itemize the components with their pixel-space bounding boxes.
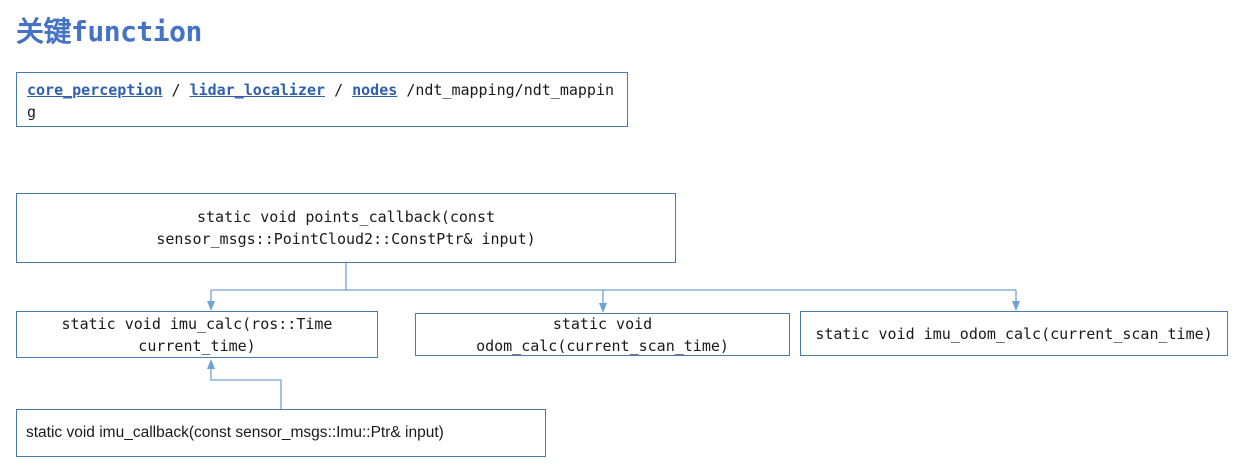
node-imu-callback: static void imu_callback(const sensor_ms… [16, 409, 546, 457]
node-imu-calc-line2: current_time) [138, 336, 256, 355]
node-odom-calc-line1: static void [552, 314, 653, 333]
node-odom-calc-line2: odom_calc(current_scan_time) [476, 336, 729, 355]
breadcrumb-link-lidar-localizer[interactable]: lidar_localizer [189, 81, 326, 99]
breadcrumb-link-core-perception[interactable]: core_perception [27, 81, 163, 99]
breadcrumb-tail: /ndt_mapping/ndt_mapping [27, 81, 615, 121]
node-imu-odom-calc: static void imu_odom_calc(current_scan_t… [800, 311, 1228, 356]
node-imu-odom-calc-line1: static void imu_odom_calc(current_scan_t… [815, 324, 1213, 343]
node-points-callback: static void points_callback(const sensor… [16, 193, 676, 263]
node-odom-calc: static void odom_calc(current_scan_time) [415, 313, 790, 356]
breadcrumb-link-nodes[interactable]: nodes [352, 81, 398, 99]
node-points-callback-line2: sensor_msgs::PointCloud2::ConstPtr& inpu… [156, 230, 536, 248]
node-points-callback-line1: static void points_callback(const [196, 208, 495, 226]
node-imu-calc: static void imu_calc(ros::Time current_t… [16, 311, 378, 358]
node-imu-callback-line1: static void imu_callback(const sensor_ms… [26, 424, 444, 441]
breadcrumb: core_perception / lidar_localizer / node… [16, 72, 628, 127]
breadcrumb-separator: / [334, 81, 344, 99]
arrow-imu-callback-to-imu-calc [207, 359, 282, 409]
page-title: 关键function [16, 15, 202, 48]
node-imu-calc-line1: static void imu_calc(ros::Time [61, 314, 333, 333]
breadcrumb-separator: / [171, 81, 181, 99]
